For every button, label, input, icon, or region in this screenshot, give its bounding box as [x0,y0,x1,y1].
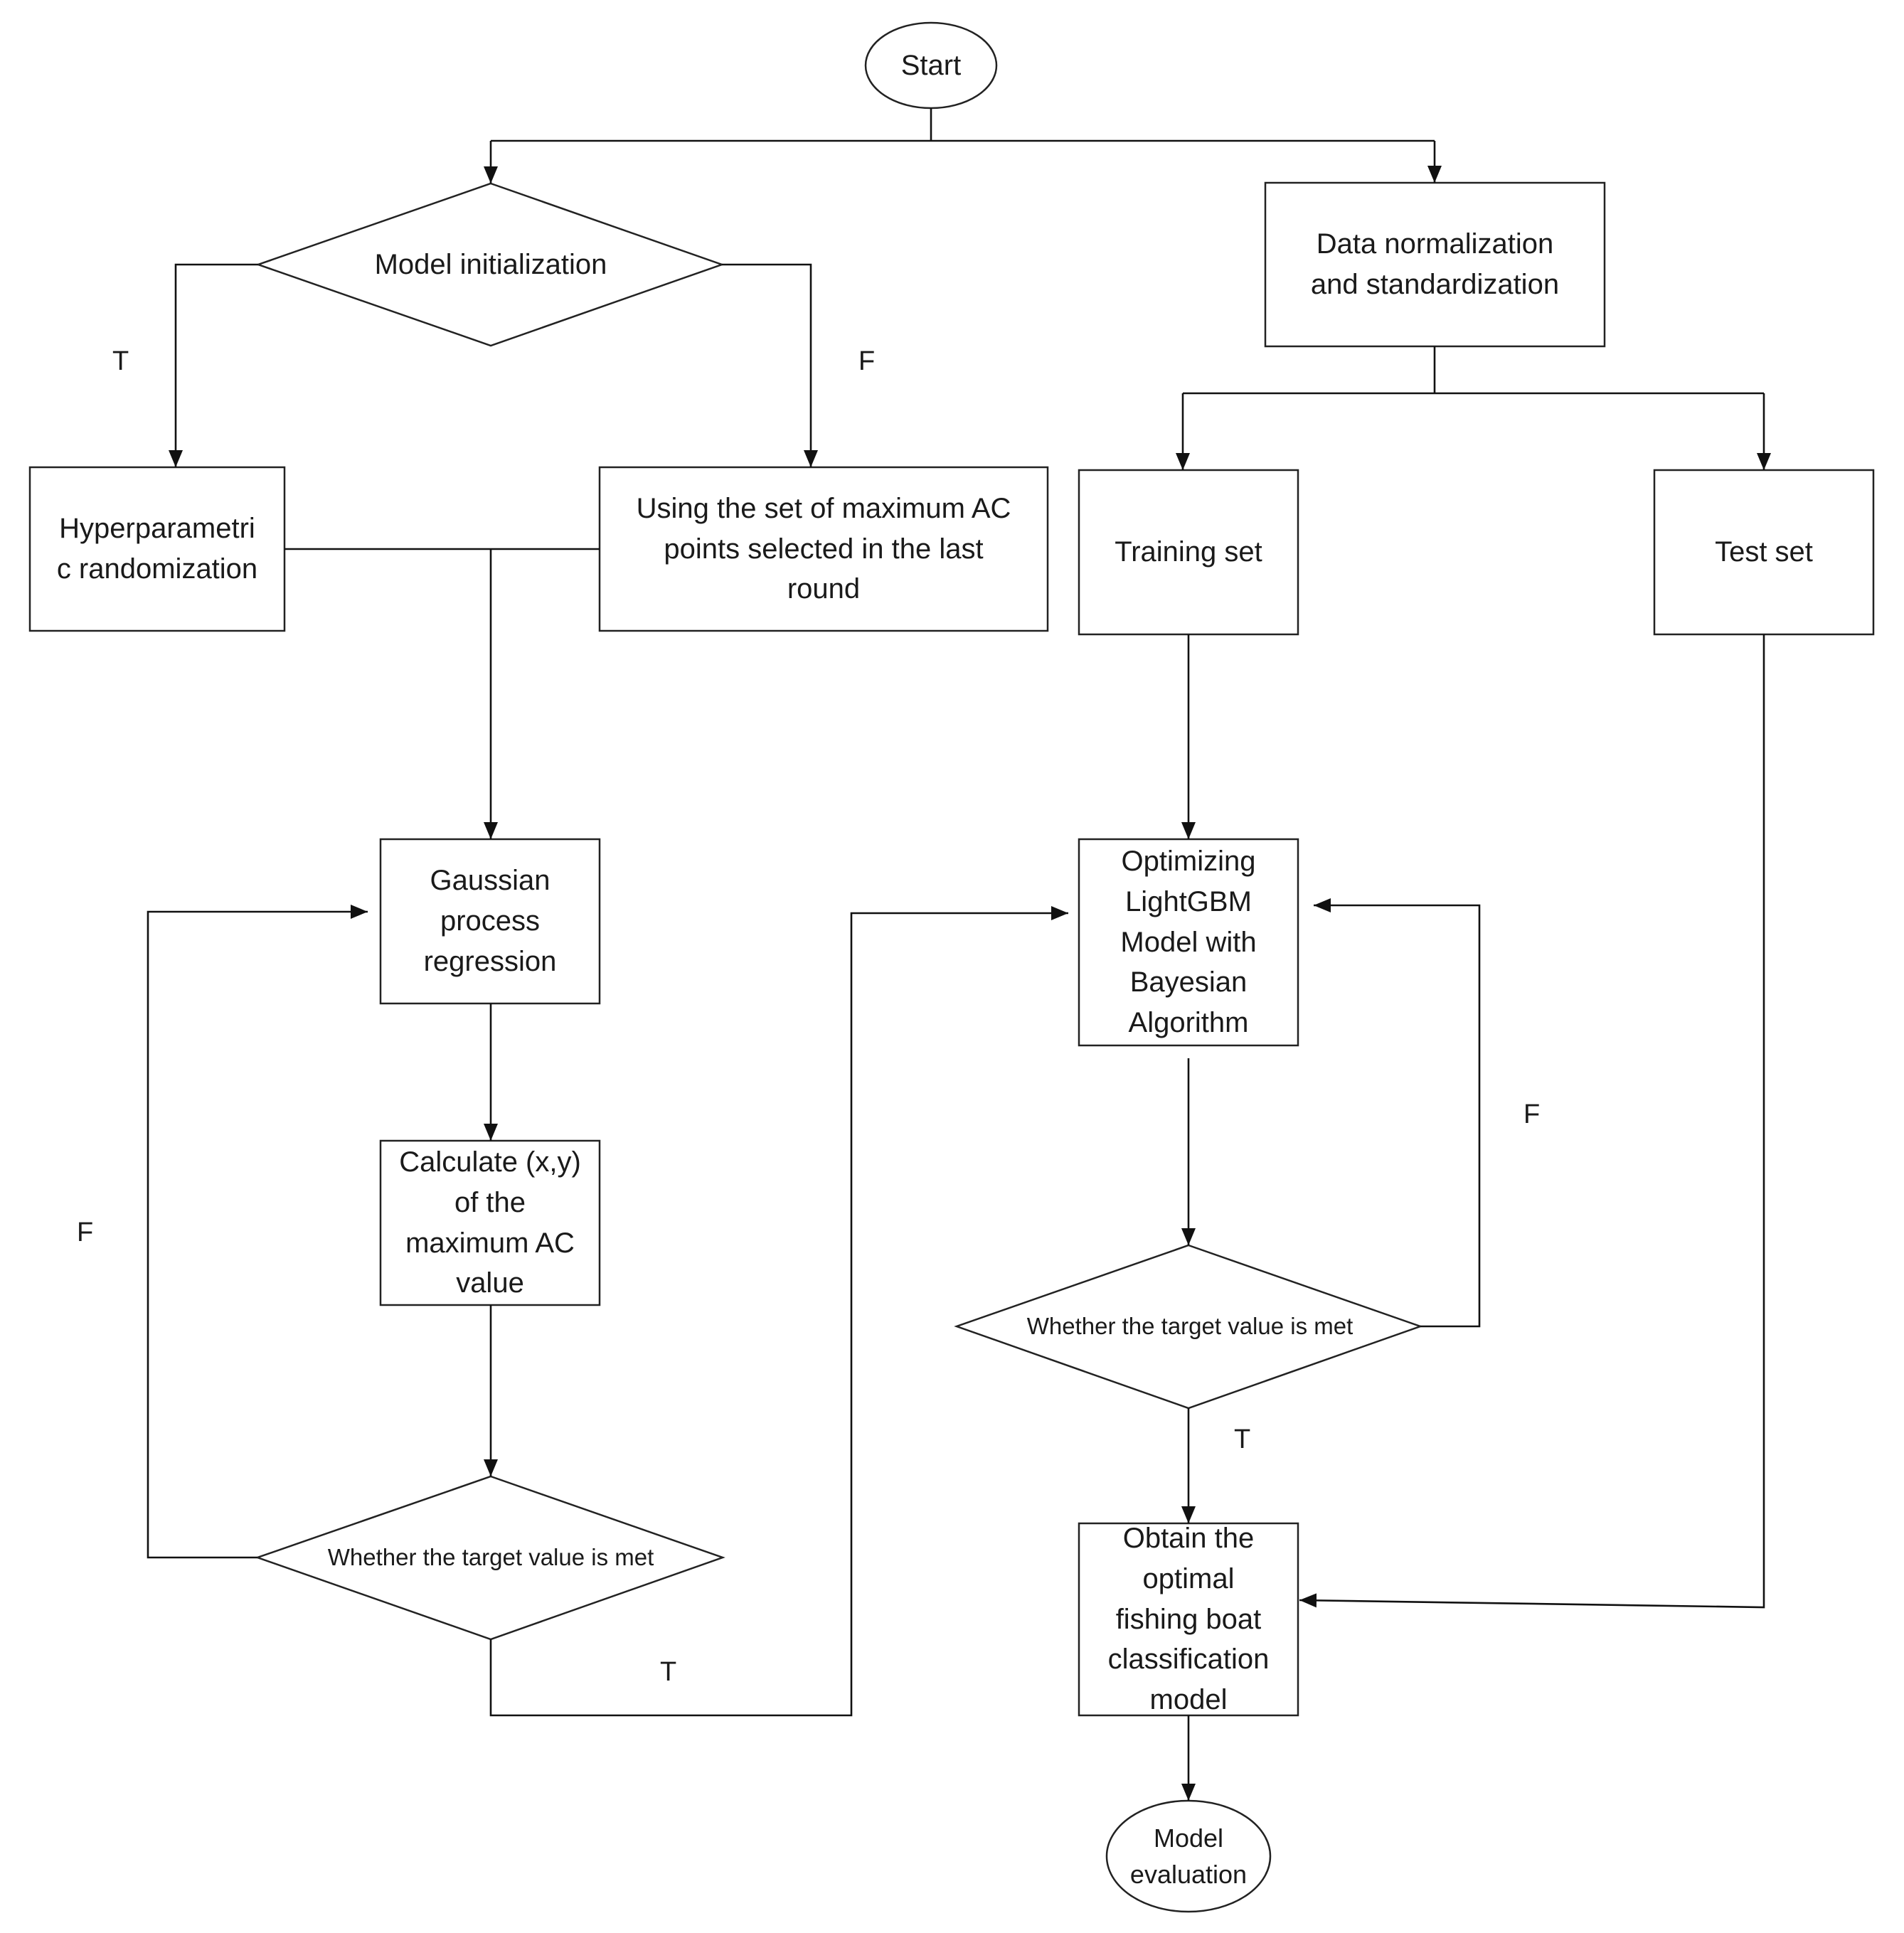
edge-init-true [169,263,258,467]
optimizing-label: Optimizing LightGBM Model with Bayesian … [1120,846,1257,1039]
init-true-label: T [112,346,129,376]
edge-test-obtain [1299,634,1765,1609]
target-left-label: Whether the target value is met [327,1543,654,1570]
obtain-label: Obtain the optimal fishing boat classifi… [1107,1523,1270,1716]
edge-norm-split [1183,346,1764,395]
init-false-label: F [858,346,876,376]
data-norm-box [1264,181,1606,348]
obtain-box [1078,1522,1299,1717]
max-ac-set-box [598,466,1049,632]
evaluation-label: Model evaluation [1129,1823,1248,1889]
training-set-label: Training set [1115,536,1262,568]
left-false-label: F [77,1218,94,1247]
right-true-label: T [1234,1425,1251,1454]
right-false-label: F [1523,1099,1541,1129]
edge-left-false-loop [147,905,368,1559]
start-label: Start [900,49,962,81]
edge-right-false-loop [1314,898,1481,1328]
calc-xy-label: Calculate (x,y) of the maximum AC value [399,1146,581,1299]
max-ac-set-label: Using the set of maximum AC points selec… [636,492,1011,605]
model-init-label: Model initialization [374,248,607,280]
training-set-box [1078,469,1299,636]
edge-start-split [491,108,1435,142]
data-norm-label: Data normalization and standardization [1310,228,1560,300]
target-right-label: Whether the target value is met [1026,1312,1353,1339]
gpr-label: Gaussian process regression [423,865,557,977]
left-true-label: T [660,1657,677,1687]
edge-init-false [722,263,818,467]
edge-left-true [489,906,1068,1717]
test-set-label: Test set [1715,536,1813,568]
model-init-decision [255,182,725,347]
hyper-random-box [28,466,286,632]
optimizing-box [1078,838,1299,1047]
calc-xy-box [379,1139,601,1306]
hyper-random-label: Hyperparametri c randomization [56,513,258,585]
